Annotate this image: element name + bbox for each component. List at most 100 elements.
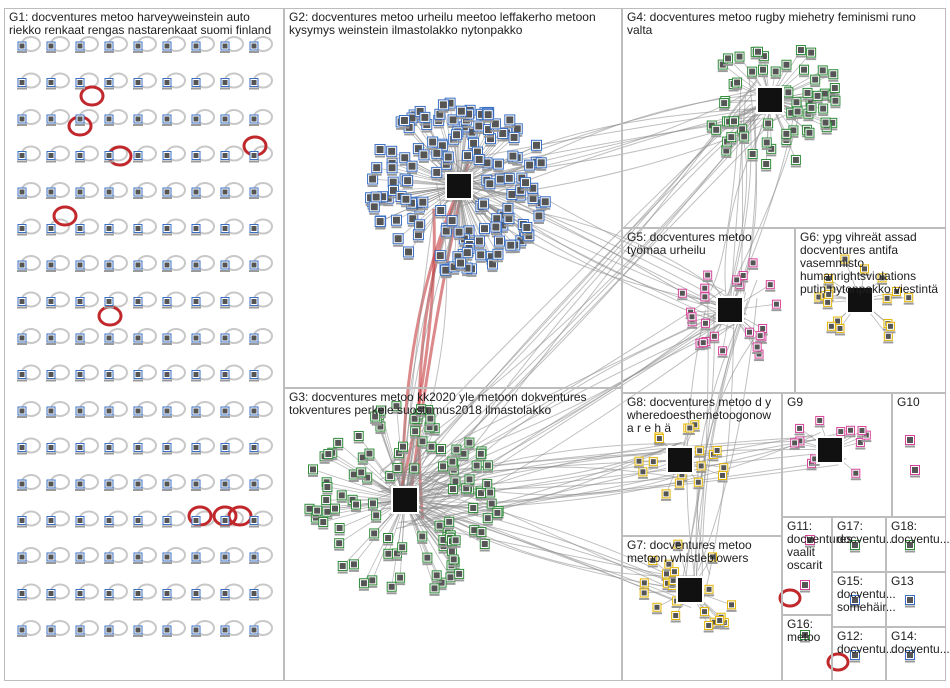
node-label-mark [448, 564, 459, 567]
node-label-mark [348, 569, 359, 572]
node-avatar [488, 500, 495, 507]
node-avatar [654, 604, 660, 610]
node-avatar [193, 335, 199, 341]
node-label-mark [334, 548, 345, 551]
node-avatar [405, 248, 413, 256]
node-label-mark [783, 97, 794, 100]
node-avatar [749, 68, 756, 75]
node-label-mark [829, 93, 840, 96]
node-label-mark [427, 148, 438, 151]
node-label-mark [800, 640, 810, 643]
node-avatar [481, 225, 489, 233]
node-avatar [830, 71, 837, 78]
node-label-mark [399, 163, 410, 166]
node-label-mark [334, 533, 345, 536]
node-label-mark [648, 466, 659, 469]
node-avatar [749, 151, 756, 158]
node-avatar [455, 228, 463, 236]
node-label-mark [104, 87, 114, 90]
node-label-mark [512, 163, 523, 166]
node-label-mark [371, 173, 382, 176]
node-label-mark [712, 455, 723, 458]
node-label-mark [133, 270, 143, 272]
node-label-mark [850, 550, 860, 553]
node-label-mark [448, 145, 459, 148]
node-avatar [358, 469, 365, 476]
node-avatar [19, 481, 25, 487]
node-label-mark [162, 635, 172, 637]
node-label-mark [821, 132, 832, 135]
node-label-mark [369, 212, 380, 215]
node-label-mark [249, 379, 259, 382]
node-label-mark [104, 197, 114, 199]
node-label-mark [677, 298, 688, 301]
node-label-mark [435, 216, 446, 219]
node-avatar [400, 117, 408, 125]
node-label-mark [485, 144, 496, 147]
node-avatar [689, 314, 695, 320]
node-avatar [444, 153, 452, 161]
group-box-g6: G6: ypg vihreät assad docventures antifa… [795, 228, 946, 393]
node-label-mark [162, 233, 172, 236]
node-avatar [19, 627, 25, 633]
node-label-mark [386, 592, 397, 595]
node-label-mark [504, 184, 515, 187]
node-avatar [505, 174, 513, 182]
node-label-mark [391, 226, 402, 229]
node-avatar [376, 218, 384, 226]
node-label-mark [17, 452, 27, 455]
node-avatar [164, 372, 170, 377]
node-label-mark [46, 452, 56, 455]
node-label-mark [371, 520, 382, 523]
node-avatar [446, 99, 454, 107]
node-label-mark [447, 226, 458, 229]
node-avatar [446, 518, 453, 525]
node-avatar [135, 445, 141, 450]
node-label-mark [709, 627, 720, 630]
node-label-mark [717, 70, 728, 73]
node-avatar [825, 299, 831, 305]
node-label-mark [375, 155, 386, 158]
node-label-mark [162, 343, 172, 345]
node-label-mark [46, 562, 56, 564]
hub-node [756, 86, 784, 114]
node-label-mark [133, 124, 143, 126]
node-label-mark [249, 489, 259, 491]
node-avatar [433, 168, 441, 176]
node-avatar [106, 80, 112, 85]
node-label-mark [497, 139, 508, 142]
node-avatar [765, 120, 772, 127]
node-avatar [807, 98, 814, 105]
node-avatar [807, 537, 813, 543]
node-avatar [222, 189, 228, 195]
node-avatar [77, 153, 83, 158]
group-box-g17: G17: docventu... [832, 517, 896, 572]
node-avatar [783, 61, 790, 68]
node-avatar [506, 116, 514, 124]
node-avatar [792, 156, 799, 163]
node-avatar [730, 118, 737, 125]
node-avatar [526, 161, 534, 169]
node-avatar [222, 226, 228, 231]
node-label-mark [747, 159, 758, 162]
node-avatar [106, 445, 112, 450]
node-label-mark [133, 306, 143, 309]
node-label-mark [400, 205, 411, 208]
node-avatar [193, 591, 199, 596]
node-avatar [77, 372, 83, 377]
node-label-mark [75, 452, 85, 455]
node-avatar [409, 215, 417, 223]
node-avatar [906, 295, 912, 301]
node-avatar [471, 527, 478, 534]
node-label-mark [220, 598, 230, 601]
node-label-mark [531, 151, 542, 154]
node-avatar [77, 554, 83, 560]
node-label-mark [717, 480, 728, 483]
node-avatar [222, 299, 228, 304]
node-avatar [783, 130, 790, 137]
node-label-mark [515, 201, 526, 204]
node-avatar [377, 423, 384, 430]
group-label-g5: G5: docventures metoo työmaa urheilu [627, 230, 752, 257]
node-label-mark [475, 498, 486, 501]
node-avatar [388, 164, 396, 172]
